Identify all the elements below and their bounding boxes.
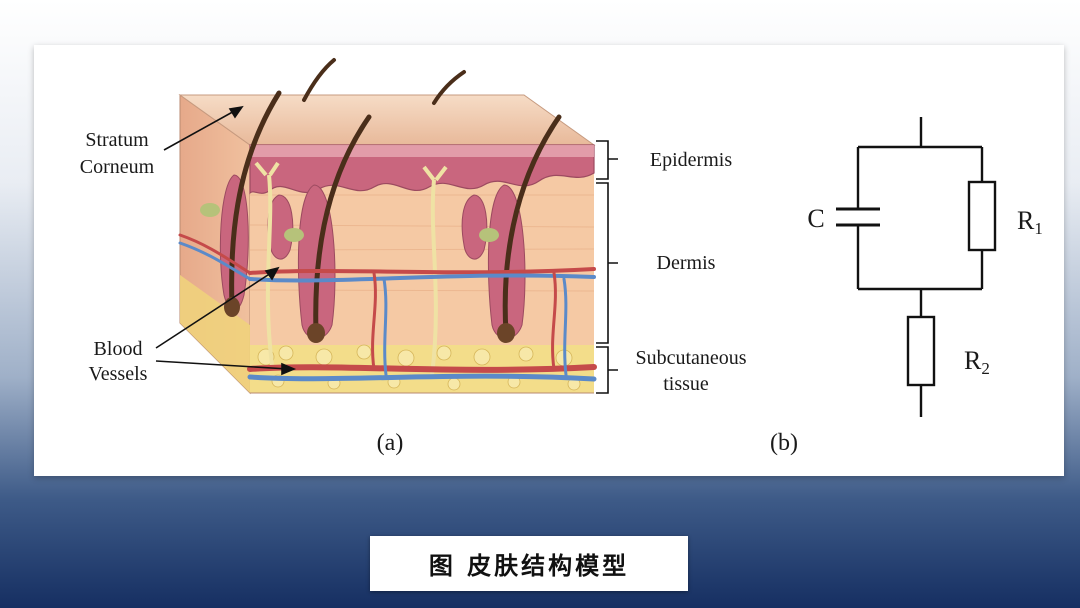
nerves [254, 161, 448, 376]
skin-top-surface [178, 94, 596, 146]
epidermis-label: Epidermis [650, 149, 732, 171]
subcutaneous-label-line1: Subcutaneous [635, 347, 746, 369]
subcutaneous-label-line2: tissue [663, 373, 709, 395]
capacitor-label: C [807, 204, 824, 233]
equivalent-circuit [836, 117, 997, 417]
resistor-r1 [967, 180, 997, 252]
panel-a-label: (a) [377, 430, 404, 456]
stratum-corneum-label-line2: Corneum [80, 156, 155, 178]
figure-panel: Stratum Corneum Blood Vessels Epidermis … [34, 45, 1064, 476]
fat-cells [257, 344, 581, 391]
figure-svg: Stratum Corneum Blood Vessels Epidermis … [80, 58, 1043, 456]
resistor-r1-label: R1 [1017, 206, 1043, 238]
dermis-label: Dermis [657, 252, 716, 274]
layer-braces [596, 140, 618, 394]
stratum-corneum-label-line1: Stratum [85, 129, 149, 151]
panel-b-label: (b) [770, 430, 798, 456]
resistor-r2-label: R2 [964, 346, 990, 378]
hair-shafts [229, 58, 562, 336]
resistor-r2 [906, 315, 936, 387]
blood-vessels-label-line2: Vessels [89, 363, 148, 385]
blood-vessels-label-line1: Blood [94, 338, 143, 360]
leader-arrows [155, 105, 297, 376]
figure-caption: 图 皮肤结构模型 [428, 551, 630, 580]
caption-box: 图 皮肤结构模型 [370, 536, 688, 591]
skin-cross-section [178, 58, 597, 395]
